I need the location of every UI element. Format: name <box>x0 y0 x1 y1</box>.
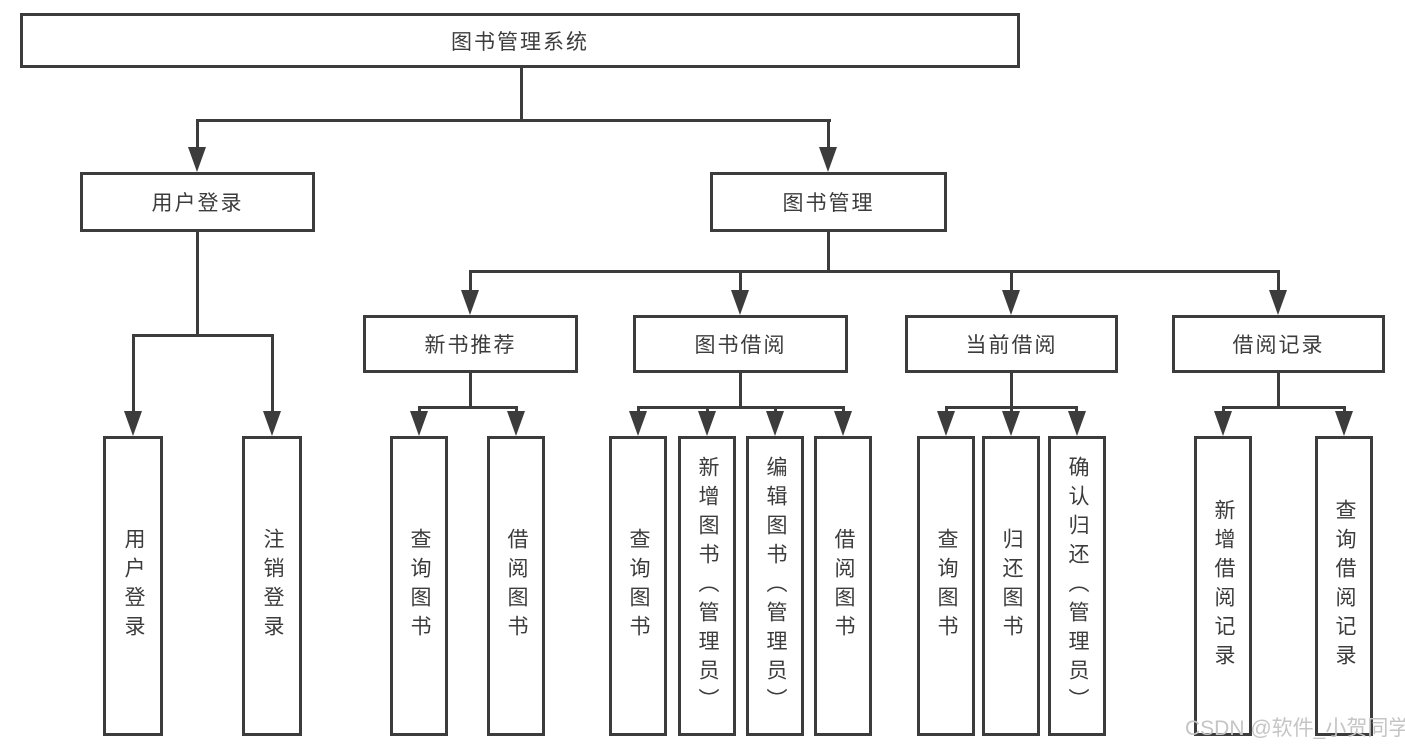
node-label: 归还图书 <box>1000 528 1023 644</box>
leaf-borrow-books-recommend: 借阅图书 <box>487 436 545 736</box>
node-new-book-recommend: 新书推荐 <box>363 315 578 373</box>
connector-bar <box>132 334 274 337</box>
arrowhead-down <box>834 411 852 436</box>
connector-bar <box>196 119 831 122</box>
node-root: 图书管理系统 <box>20 13 1020 68</box>
arrowhead-down <box>188 147 206 172</box>
node-label: 图书借阅 <box>694 334 787 357</box>
arrowhead-down <box>819 147 837 172</box>
leaf-edit-books-admin: 编辑图书（管理员） <box>746 436 804 736</box>
arrowhead-down <box>461 290 479 315</box>
connector-stem <box>469 373 472 409</box>
connector-drop <box>469 270 472 292</box>
connector-bar <box>418 406 518 409</box>
connector-stem <box>196 232 199 337</box>
arrowhead-down <box>410 411 428 436</box>
connector-drop <box>1010 270 1013 292</box>
node-label: 新增借阅记录 <box>1212 499 1235 673</box>
arrowhead-down <box>1269 290 1287 315</box>
connector-drop <box>827 119 830 152</box>
node-user-login-group: 用户登录 <box>80 172 315 232</box>
leaf-return-books: 归还图书 <box>982 436 1040 736</box>
node-label: 用户登录 <box>151 192 244 215</box>
node-label: 图书管理系统 <box>451 30 589 54</box>
leaf-query-books-recommend: 查询图书 <box>390 436 448 736</box>
leaf-confirm-return-admin: 确认归还（管理员） <box>1048 436 1106 736</box>
arrowhead-down <box>1002 290 1020 315</box>
connector-drop <box>196 119 199 152</box>
node-label: 查询借阅记录 <box>1333 499 1356 673</box>
arrowhead-down <box>124 411 142 436</box>
arrowhead-down <box>698 411 716 436</box>
arrowhead-down <box>629 411 647 436</box>
leaf-borrow-books: 借阅图书 <box>814 436 872 736</box>
node-label: 查询图书 <box>935 528 958 644</box>
connector-drop <box>1277 270 1280 292</box>
node-label: 图书管理 <box>782 192 875 215</box>
leaf-add-borrow-record: 新增借阅记录 <box>1194 436 1252 736</box>
node-borrowing-records: 借阅记录 <box>1172 315 1385 373</box>
leaf-add-books-admin: 新增图书（管理员） <box>678 436 736 736</box>
connector-stem <box>520 68 523 122</box>
arrowhead-down <box>1335 411 1353 436</box>
node-book-management: 图书管理 <box>710 172 947 232</box>
arrowhead-down <box>1068 411 1086 436</box>
connector-stem <box>739 373 742 409</box>
arrowhead-down <box>731 290 749 315</box>
node-label: 借阅图书 <box>832 528 855 644</box>
node-label: 借阅记录 <box>1232 334 1325 357</box>
node-label: 查询图书 <box>408 528 431 644</box>
connector-drop <box>271 334 274 414</box>
connector-drop <box>739 270 742 292</box>
leaf-query-books-current: 查询图书 <box>917 436 975 736</box>
node-label: 注销登录 <box>261 528 284 644</box>
node-label: 新书推荐 <box>424 334 517 357</box>
leaf-query-borrow-record: 查询借阅记录 <box>1315 436 1373 736</box>
node-label: 当前借阅 <box>965 334 1058 357</box>
connector-stem <box>1010 373 1013 409</box>
watermark: CSDN @软件_小贺同学 <box>1185 717 1405 740</box>
connector-stem <box>827 232 830 273</box>
connector-stem <box>1277 373 1280 409</box>
arrowhead-down <box>937 411 955 436</box>
connector-bar <box>1222 406 1346 409</box>
node-label: 确认归还（管理员） <box>1066 455 1089 717</box>
arrowhead-down <box>507 411 525 436</box>
leaf-query-books-borrow: 查询图书 <box>609 436 667 736</box>
arrowhead-down <box>766 411 784 436</box>
connector-bar <box>469 270 1280 273</box>
connector-drop <box>132 334 135 414</box>
leaf-user-login: 用户登录 <box>103 436 163 736</box>
node-label: 用户登录 <box>122 528 145 644</box>
node-book-borrowing: 图书借阅 <box>633 315 848 373</box>
arrowhead-down <box>1214 411 1232 436</box>
arrowhead-down <box>1002 411 1020 436</box>
node-label: 查询图书 <box>627 528 650 644</box>
node-label: 新增图书（管理员） <box>696 455 719 717</box>
leaf-logout: 注销登录 <box>242 436 302 736</box>
connector-bar <box>637 406 845 409</box>
node-current-borrowing: 当前借阅 <box>905 315 1118 373</box>
node-label: 编辑图书（管理员） <box>764 455 787 717</box>
node-label: 借阅图书 <box>505 528 528 644</box>
arrowhead-down <box>263 411 281 436</box>
